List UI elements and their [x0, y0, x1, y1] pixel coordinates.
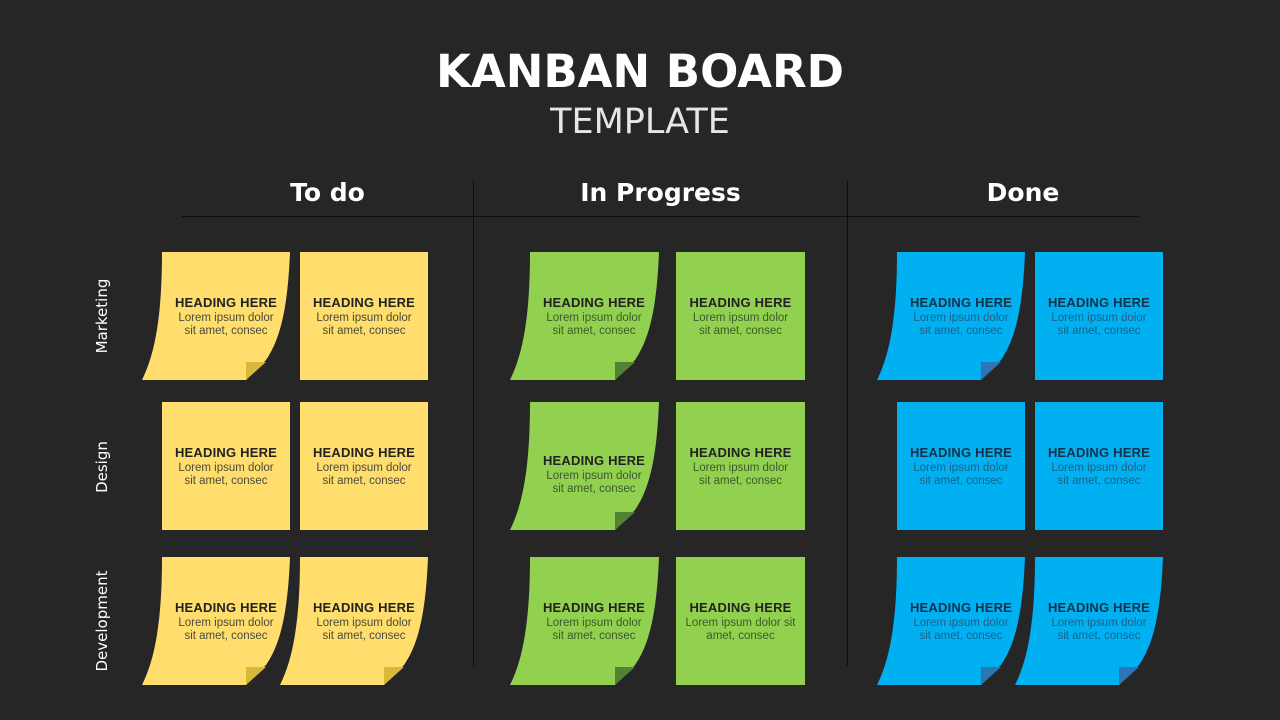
sticky-note[interactable]: HEADING HERE Lorem ipsum dolor sit amet,…: [676, 402, 805, 530]
card-heading: HEADING HERE: [312, 294, 416, 310]
page-title: KANBAN BOARD: [436, 45, 844, 98]
sticky-note-curled[interactable]: HEADING HERE Lorem ipsum dolor sit amet,…: [142, 557, 290, 685]
sticky-note-shape: [676, 252, 805, 380]
card-heading: HEADING HERE: [542, 599, 646, 615]
sticky-note-curled-shape: [1015, 557, 1163, 685]
card-heading: HEADING HERE: [689, 444, 792, 460]
sticky-note-curled[interactable]: HEADING HERE Lorem ipsum dolor sit amet,…: [1015, 557, 1163, 685]
sticky-note-shape: [676, 402, 805, 530]
card-heading: HEADING HERE: [542, 452, 646, 468]
card-body: Lorem ipsum dolor sit amet, consec: [316, 311, 412, 337]
sticky-note-curled[interactable]: HEADING HERE Lorem ipsum dolor sit amet,…: [142, 252, 290, 380]
sticky-note-curled[interactable]: HEADING HERE Lorem ipsum dolor sit amet,…: [877, 557, 1025, 685]
sticky-note-shape: [300, 252, 428, 380]
card-heading: HEADING HERE: [542, 294, 646, 310]
card-heading: HEADING HERE: [312, 599, 416, 615]
card-body: Lorem ipsum dolor sit amet, consec: [913, 311, 1009, 337]
sticky-note-curled-shape: [510, 402, 659, 530]
card-heading: HEADING HERE: [1047, 599, 1151, 615]
card-body: Lorem ipsum dolor sit amet, consec: [316, 461, 412, 487]
card-heading: HEADING HERE: [1047, 444, 1151, 460]
sticky-note[interactable]: HEADING HERE Lorem ipsum dolor sit amet,…: [676, 252, 805, 380]
card-heading: HEADING HERE: [909, 599, 1013, 615]
sticky-note-curled-shape: [142, 252, 290, 380]
sticky-note-shape: [676, 557, 805, 685]
sticky-note-curled[interactable]: HEADING HERE Lorem ipsum dolor sit amet,…: [510, 557, 659, 685]
sticky-note-curled-shape: [510, 252, 659, 380]
sticky-note-curled-shape: [877, 557, 1025, 685]
sticky-note-shape: [162, 402, 290, 530]
column-header-in-progress: In Progress: [580, 178, 741, 207]
row-label-development: Development: [93, 570, 111, 672]
card-body: Lorem ipsum dolor sit amet, consec: [692, 311, 789, 337]
card-body: Lorem ipsum dolor sit amet, consec: [1051, 461, 1147, 487]
card-body: Lorem ipsum dolor sit amet, consec: [316, 616, 412, 642]
sticky-note[interactable]: HEADING HERE Lorem ipsum dolor sit amet,…: [300, 402, 428, 530]
card-body: Lorem ipsum dolor sit amet, consec: [546, 311, 642, 337]
sticky-note-shape: [1035, 252, 1163, 380]
card-body: Lorem ipsum dolor sit amet, consec: [1051, 311, 1147, 337]
card-body: Lorem ipsum dolor sit amet, consec: [692, 461, 789, 487]
sticky-note-curled-shape: [877, 252, 1025, 380]
sticky-note-curled[interactable]: HEADING HERE Lorem ipsum dolor sit amet,…: [510, 252, 659, 380]
card-body: Lorem ipsum dolor sit amet, consec: [913, 616, 1009, 642]
card-heading: HEADING HERE: [1047, 294, 1151, 310]
row-label-design: Design: [93, 441, 111, 493]
card-heading: HEADING HERE: [174, 599, 278, 615]
sticky-note-curled-shape: [142, 557, 290, 685]
card-body: Lorem ipsum dolor sit amet, consec: [685, 616, 796, 642]
card-heading: HEADING HERE: [689, 294, 792, 310]
card-body: Lorem ipsum dolor sit amet, consec: [178, 311, 274, 337]
sticky-note-curled[interactable]: HEADING HERE Lorem ipsum dolor sit amet,…: [510, 402, 659, 530]
sticky-note-curled[interactable]: HEADING HERE Lorem ipsum dolor sit amet,…: [877, 252, 1025, 380]
column-divider-2: [847, 180, 848, 666]
sticky-note[interactable]: HEADING HERE Lorem ipsum dolor sit amet,…: [162, 402, 290, 530]
card-heading: HEADING HERE: [174, 444, 278, 460]
page-subtitle: TEMPLATE: [550, 102, 730, 142]
card-heading: HEADING HERE: [689, 599, 792, 615]
card-heading: HEADING HERE: [174, 294, 278, 310]
sticky-note-shape: [1035, 402, 1163, 530]
sticky-note-curled-shape: [280, 557, 428, 685]
card-body: Lorem ipsum dolor sit amet, consec: [178, 461, 274, 487]
card-heading: HEADING HERE: [909, 444, 1013, 460]
sticky-note-curled[interactable]: HEADING HERE Lorem ipsum dolor sit amet,…: [280, 557, 428, 685]
sticky-note[interactable]: HEADING HERE Lorem ipsum dolor sit amet,…: [897, 402, 1025, 530]
sticky-note[interactable]: HEADING HERE Lorem ipsum dolor sit amet,…: [1035, 402, 1163, 530]
card-body: Lorem ipsum dolor sit amet, consec: [1051, 616, 1147, 642]
card-heading: HEADING HERE: [909, 294, 1013, 310]
sticky-note[interactable]: HEADING HERE Lorem ipsum dolor sit amet,…: [676, 557, 805, 685]
card-body: Lorem ipsum dolor sit amet, consec: [546, 616, 642, 642]
column-header-done: Done: [986, 178, 1060, 207]
sticky-note-shape: [897, 402, 1025, 530]
row-label-marketing: Marketing: [93, 278, 111, 354]
column-header-todo: To do: [290, 178, 365, 207]
card-body: Lorem ipsum dolor sit amet, consec: [546, 469, 642, 495]
card-heading: HEADING HERE: [312, 444, 416, 460]
sticky-note[interactable]: HEADING HERE Lorem ipsum dolor sit amet,…: [300, 252, 428, 380]
card-body: Lorem ipsum dolor sit amet, consec: [913, 461, 1009, 487]
sticky-note-curled-shape: [510, 557, 659, 685]
header-divider: [182, 216, 1139, 217]
sticky-note[interactable]: HEADING HERE Lorem ipsum dolor sit amet,…: [1035, 252, 1163, 380]
card-body: Lorem ipsum dolor sit amet, consec: [178, 616, 274, 642]
sticky-note-shape: [300, 402, 428, 530]
column-divider-1: [473, 180, 474, 666]
